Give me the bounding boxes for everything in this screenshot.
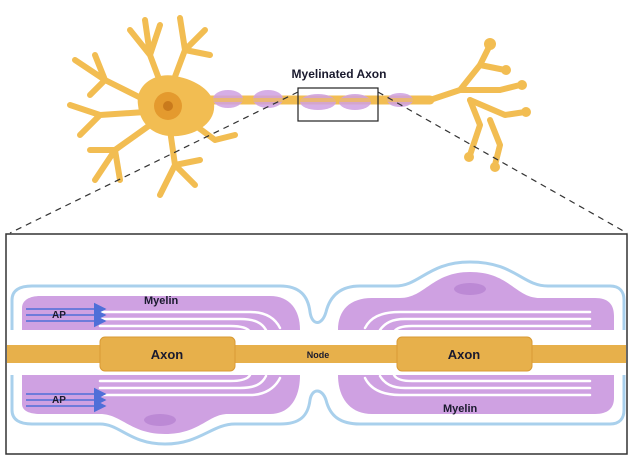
myelin-bottom-right: [338, 373, 614, 414]
zoom-line-left: [9, 91, 299, 234]
zoom-line-right: [377, 91, 628, 234]
nucleolus: [163, 101, 173, 111]
axon-segment-left: [99, 336, 236, 372]
axon-terminals: [427, 42, 528, 168]
myelin-label-top: Myelin: [144, 295, 179, 307]
cell-membranes: [10, 260, 626, 446]
myelinated-axon-title: Myelinated Axon: [292, 67, 387, 81]
zoom-box: [297, 87, 379, 122]
ap-arrows-bottom: [26, 387, 107, 413]
axon-segment-right: [396, 336, 533, 372]
dendrites: [67, 15, 238, 198]
neuron-illustration: [67, 15, 531, 198]
node-label: Node: [307, 350, 330, 360]
ap-label-bottom: AP: [52, 395, 66, 406]
ap-arrows-top: [26, 302, 107, 328]
terminal-buttons: [464, 38, 531, 172]
axon-label-right: Axon: [448, 347, 481, 362]
ap-label-top: AP: [52, 310, 66, 321]
myelin-label-bottom: Myelin: [443, 403, 478, 415]
axon-label-left: Axon: [151, 347, 184, 362]
myelin-bottom-left: [22, 373, 300, 434]
myelin-top-right: [338, 272, 614, 334]
zoomed-panel: [5, 233, 628, 455]
